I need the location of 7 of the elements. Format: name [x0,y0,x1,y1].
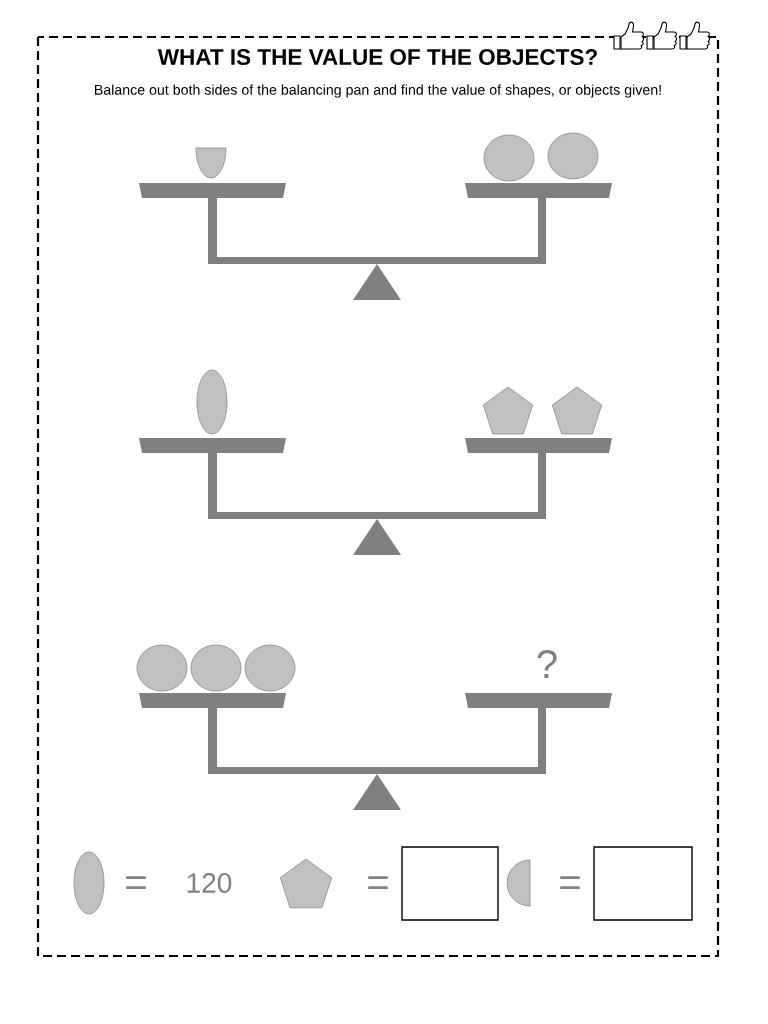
question-mark: ? [537,650,557,678]
title: WHAT IS THE VALUE OF THE OBJECTS? [157,49,597,65]
value-text: 120 [187,873,232,893]
equals-sign: = [126,876,146,890]
instructions-text: Balance out both sides of the balancing pan and find the value of shapes, or objects given! [94,84,661,98]
equals-sign: = [560,876,580,890]
equals-sign: = [368,876,388,890]
